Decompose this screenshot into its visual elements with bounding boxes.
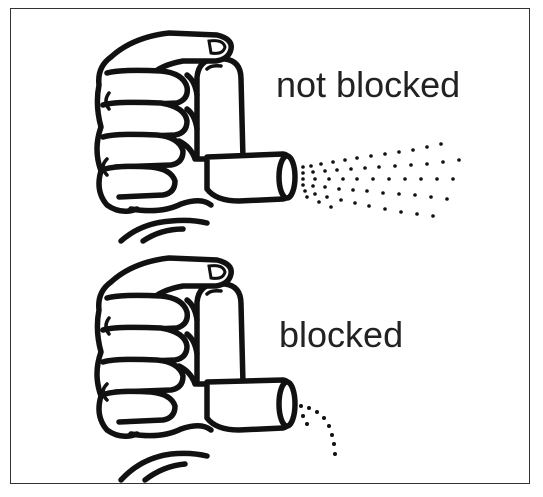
caption-blocked: blocked [279,314,404,355]
hand-icon [94,255,234,483]
inhaler-canister-icon [194,281,298,433]
caption-not-blocked: not blocked [276,64,461,105]
figure-frame: not blocked [10,8,530,484]
panel-not-blocked: not blocked [11,9,529,244]
panel-blocked: blocked [11,244,529,485]
dripping-droplets-icon [299,404,337,456]
inhaler-blocked-illustration [94,255,337,483]
hand-icon [94,30,234,244]
inhaler-spraying-illustration [94,30,461,244]
spray-mist-icon [301,142,461,218]
